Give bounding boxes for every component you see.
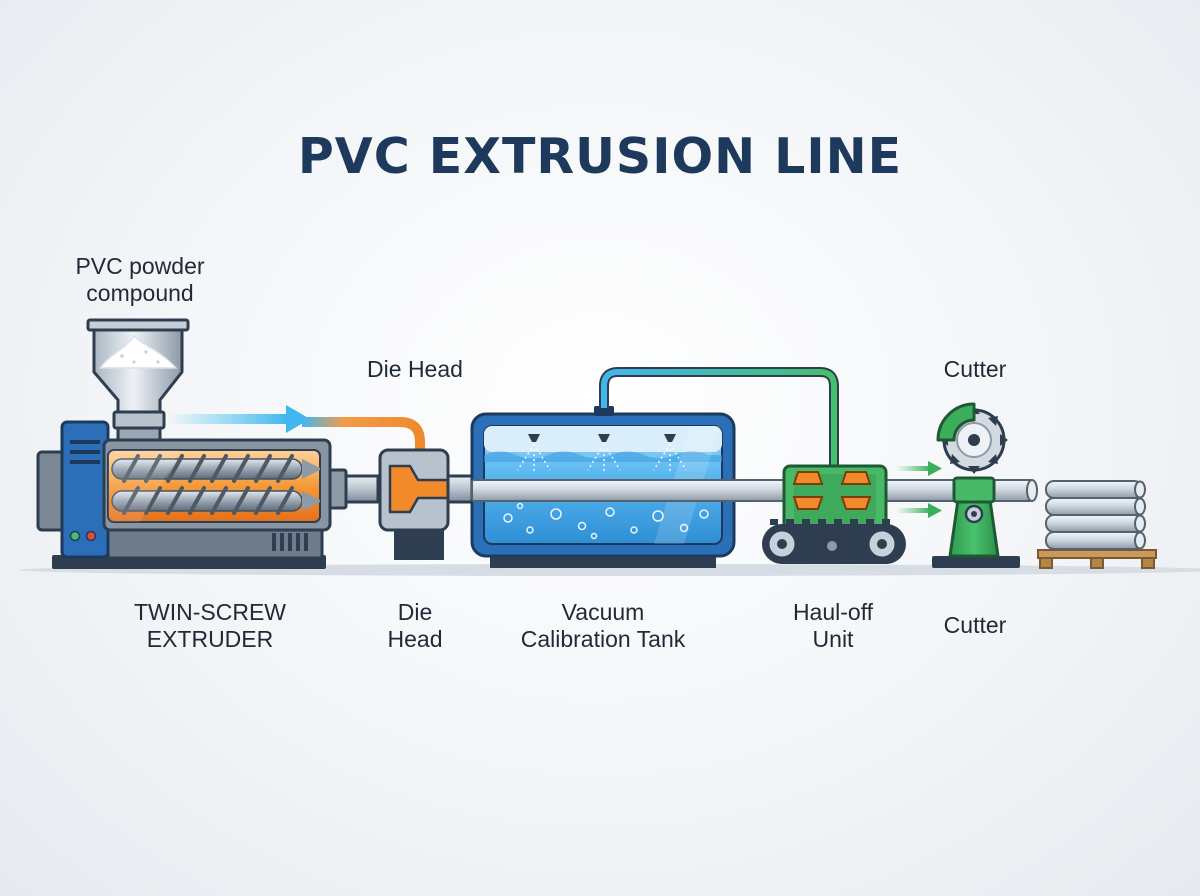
finished-pipe-stack (1037, 480, 1157, 569)
blade-guard (936, 402, 976, 442)
twin-screws (108, 450, 320, 522)
barrel-exit-flange (328, 468, 348, 510)
circular-saw-blade-icon (940, 406, 1008, 474)
label-cutter: Cutter (943, 612, 1007, 638)
water-bubbles (503, 502, 709, 540)
haul-direction-arrows (896, 461, 942, 518)
label-vacuum-tank: Vacuum Calibration Tank (520, 599, 686, 652)
red-indicator-light-icon (85, 530, 97, 542)
pvc-powder-pile (98, 334, 178, 369)
label-cutter-top: Cutter (943, 356, 1007, 382)
haul-off-unit (762, 464, 906, 564)
page-title: PVC EXTRUSION LINE (297, 128, 903, 185)
extruded-pipe (471, 479, 1038, 502)
adapter-pipe (344, 474, 380, 504)
vent-grille (272, 533, 308, 551)
upper-grip-pad (840, 471, 872, 485)
label-haul-off: Haul-off Unit (792, 599, 874, 652)
green-indicator-light-icon (69, 530, 81, 542)
feed-hopper (86, 318, 190, 442)
material-flow-arrow (168, 405, 425, 452)
lower-grip-pad (792, 496, 824, 510)
die-stand (394, 530, 444, 560)
spray-nozzles (517, 434, 687, 472)
twin-screw-extruder (36, 318, 380, 569)
vacuum-port (594, 406, 614, 416)
cutter-unit (932, 402, 1020, 568)
label-die-head-top: Die Head (367, 356, 463, 382)
vacuum-hose (601, 369, 837, 468)
pallet-top (1037, 549, 1157, 559)
die-head (378, 448, 476, 560)
label-feed-material: PVC powder compound (75, 253, 205, 306)
label-extruder: TWIN-SCREW EXTRUDER (133, 599, 287, 652)
lower-grip-pad (840, 496, 872, 510)
label-die-head: Die Head (387, 599, 443, 652)
upper-grip-pad (792, 471, 824, 485)
